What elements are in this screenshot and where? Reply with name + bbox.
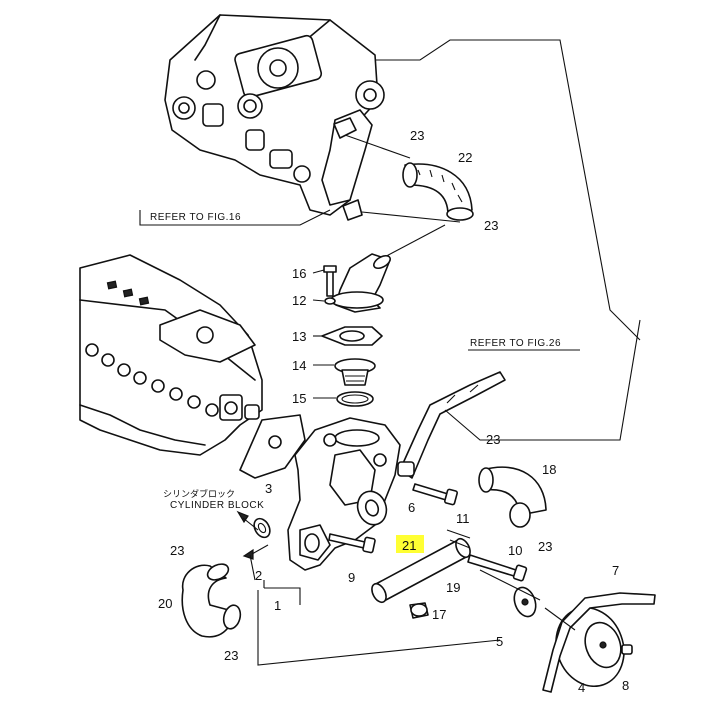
thermostat-group	[321, 253, 391, 407]
refer-fig16: REFER TO FIG.16	[150, 212, 241, 223]
bolt-10	[467, 554, 528, 582]
gasket-3	[239, 414, 306, 479]
callout-21[interactable]: 21	[402, 538, 416, 553]
callouts: 23 22 23 16 12 13 14 15 23 18 3 6 11 21 …	[158, 128, 629, 695]
cylinder-block-en-label: CYLINDER BLOCK	[170, 500, 264, 511]
bolt-6	[412, 483, 458, 506]
callout-15[interactable]: 15	[292, 391, 306, 406]
cylinder-block-jp-label: シリンダブロック	[163, 488, 235, 500]
callout-23[interactable]: 23	[224, 648, 238, 663]
callout-23[interactable]: 23	[538, 539, 552, 554]
fan-bracket	[397, 319, 641, 479]
callout-1[interactable]: 1	[274, 598, 281, 613]
hose-22	[402, 162, 474, 221]
cylinder-head-upper	[164, 14, 385, 221]
callout-17[interactable]: 17	[432, 607, 446, 622]
arrow-icon	[242, 548, 254, 560]
v-belt-7	[542, 592, 656, 693]
callout-23[interactable]: 23	[170, 543, 184, 558]
cylinder-block-reference: シリンダブロック CYLINDER BLOCK	[163, 488, 269, 560]
callout-23[interactable]: 23	[486, 432, 500, 447]
callout-23[interactable]: 23	[410, 128, 424, 143]
callout-23[interactable]: 23	[484, 218, 498, 233]
refer-fig26-label: REFER TO FIG.26	[470, 338, 561, 349]
callout-19[interactable]: 19	[446, 580, 460, 595]
pipe-connector-19	[446, 529, 471, 549]
callout-10[interactable]: 10	[508, 543, 522, 558]
callout-8[interactable]: 8	[622, 678, 629, 693]
callout-7[interactable]: 7	[612, 563, 619, 578]
callout-20[interactable]: 20	[158, 596, 172, 611]
o-ring-2	[253, 517, 271, 539]
callout-11[interactable]: 11	[456, 511, 470, 526]
pulley-spacer-5	[513, 586, 537, 618]
clip-17	[409, 602, 429, 619]
callout-5[interactable]: 5	[496, 634, 503, 649]
leader-lines-lower	[249, 554, 576, 666]
callout-2[interactable]: 2	[255, 568, 262, 583]
callout-18[interactable]: 18	[542, 462, 556, 477]
leader-ticks-12-16	[312, 269, 336, 399]
callout-13[interactable]: 13	[292, 329, 306, 344]
leader-lines-top	[139, 39, 641, 341]
refer-fig26: REFER TO FIG.26	[468, 338, 580, 351]
water-pump-assembly	[287, 417, 401, 571]
callout-12[interactable]: 12	[292, 293, 306, 308]
callout-16[interactable]: 16	[292, 266, 306, 281]
bolt-8	[621, 644, 633, 655]
callout-22[interactable]: 22	[458, 150, 472, 165]
bolt-9	[328, 533, 376, 554]
callout-3[interactable]: 3	[265, 481, 272, 496]
callout-6[interactable]: 6	[408, 500, 415, 515]
callout-14[interactable]: 14	[292, 358, 306, 373]
refer-fig16-label: REFER TO FIG.16	[150, 212, 241, 223]
cylinder-block-lower	[79, 254, 263, 456]
callout-21-highlight	[396, 535, 424, 553]
callout-4[interactable]: 4	[578, 680, 585, 695]
callout-9[interactable]: 9	[348, 570, 355, 585]
hose-20	[181, 563, 242, 638]
hose-18	[478, 466, 547, 528]
